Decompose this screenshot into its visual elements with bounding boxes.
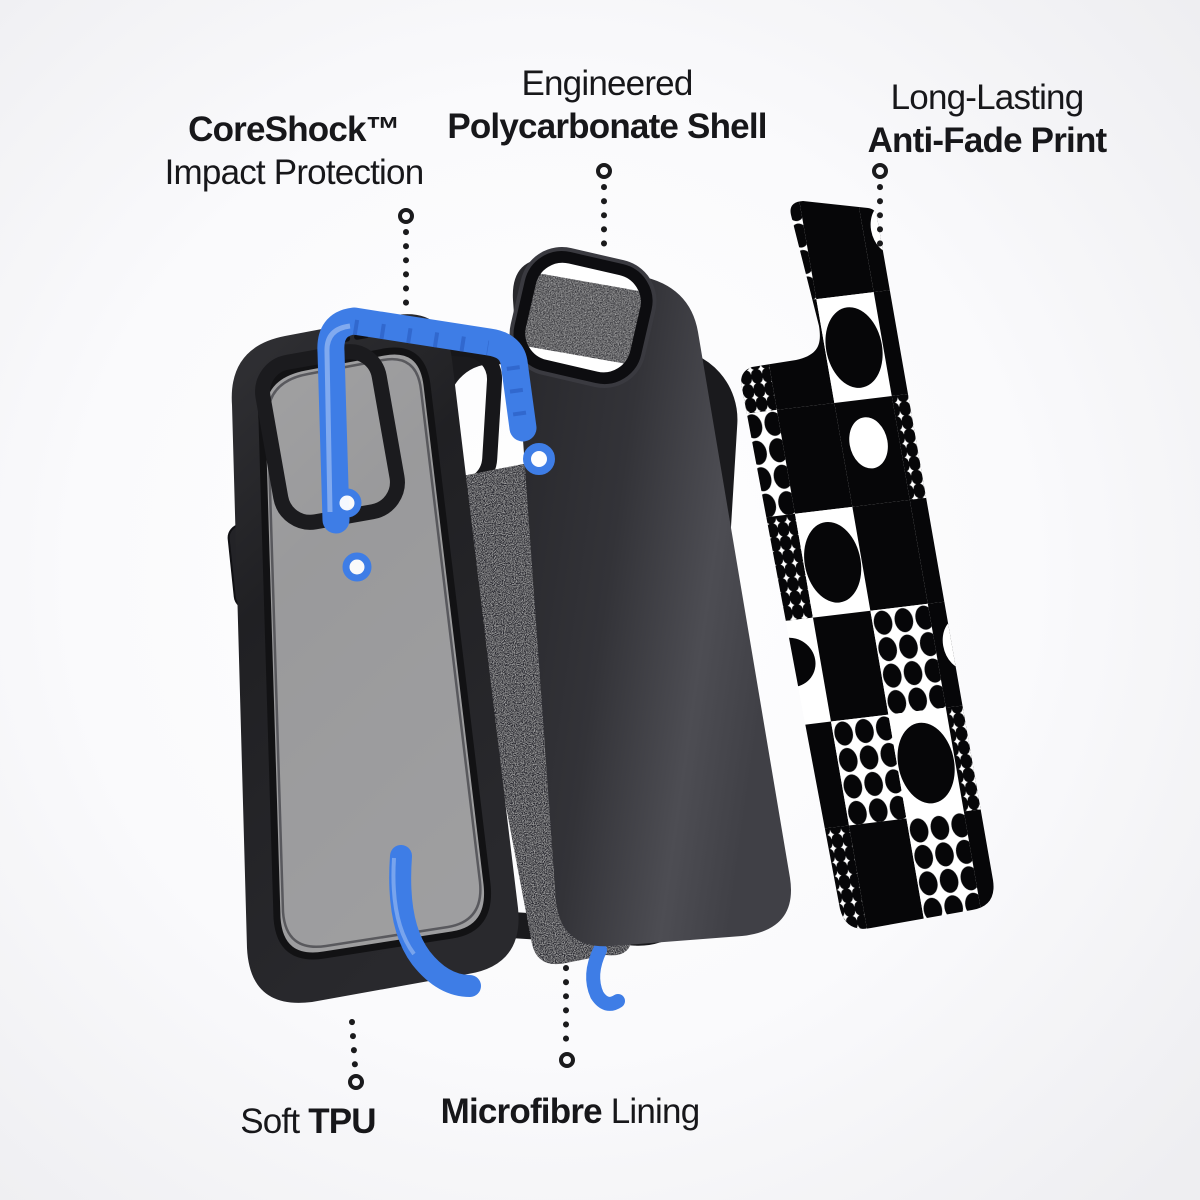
accent-ring-icon [523, 443, 555, 475]
accent-ring-icon [342, 552, 372, 582]
label-microfibre: Microfibre Lining [420, 1090, 720, 1133]
polycarbonate-shell-illustration [509, 247, 791, 947]
leader-shell [596, 163, 612, 249]
print-sheet-illustration [741, 201, 994, 929]
leader-print [872, 163, 888, 257]
label-coreshock: CoreShock™ Impact Protection [94, 108, 494, 195]
frame-clear-window [261, 350, 488, 956]
label-tpu-sub: Soft [240, 1102, 300, 1141]
label-shell-title: Polycarbonate Shell [447, 107, 767, 147]
coreshock-corner-cushion [389, 845, 481, 997]
label-tpu-title: TPU [308, 1102, 376, 1141]
coreshock-insert-illustration [317, 307, 555, 997]
label-microfibre-sub: Lining [610, 1092, 700, 1131]
leader-lines [348, 163, 888, 1090]
shell-camera-cutout [509, 247, 657, 389]
label-tpu: Soft TPU [158, 1100, 458, 1143]
label-coreshock-title: CoreShock™ [188, 110, 401, 149]
tpu-frame-illustration [227, 314, 519, 1003]
label-shell: Engineered Polycarbonate Shell [407, 62, 807, 149]
leader-microfibre [559, 965, 575, 1068]
label-print: Long-Lasting Anti-Fade Print [787, 76, 1187, 163]
label-print-sub: Long-Lasting [890, 78, 1085, 117]
accent-ring-icon [332, 488, 362, 518]
leader-tpu [348, 1019, 364, 1090]
label-shell-sub: Engineered [521, 64, 693, 103]
label-microfibre-title: Microfibre [440, 1092, 603, 1131]
leader-coreshock [398, 208, 414, 309]
label-print-title: Anti-Fade Print [867, 121, 1108, 161]
lining-pull-tab [586, 943, 625, 1011]
label-coreshock-sub: Impact Protection [164, 153, 425, 193]
